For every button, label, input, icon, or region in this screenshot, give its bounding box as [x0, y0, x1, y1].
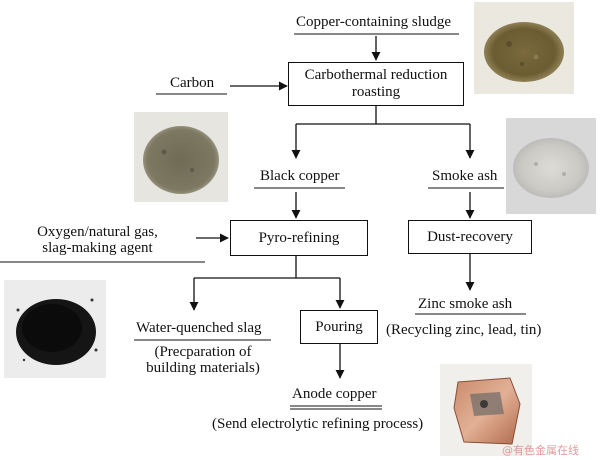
label-recycling-note: (Recycling zinc, lead, tin)	[386, 322, 542, 338]
box-carbothermal-reduction-roasting: Carbothermal reduction roasting	[288, 62, 464, 106]
sludge-sample-photo	[474, 2, 574, 94]
smoke-ash-sample-photo	[506, 118, 596, 214]
roasting-line-2: roasting	[351, 84, 401, 100]
label-water-quenched-slag: Water-quenched slag	[136, 320, 262, 336]
box-pouring: Pouring	[300, 310, 378, 344]
label-slag-note-line-1: (Precparation of	[154, 344, 252, 360]
label-anode-copper: Anode copper	[292, 386, 377, 402]
roasting-line-1: Carbothermal reduction	[304, 67, 448, 83]
box-pyro-refining: Pyro-refining	[230, 220, 368, 256]
label-copper-containing-sludge: Copper-containing sludge	[296, 14, 452, 30]
label-carbon: Carbon	[170, 75, 215, 91]
anode-copper-sample-photo	[440, 364, 532, 456]
black-copper-sample-photo	[134, 112, 228, 202]
label-smoke-ash: Smoke ash	[432, 168, 498, 184]
box-dust-recovery: Dust-recovery	[408, 220, 532, 254]
label-zinc-smoke-ash: Zinc smoke ash	[418, 296, 513, 312]
label-slag-note-line-2: building materials)	[146, 360, 260, 376]
water-quenched-slag-sample-photo	[4, 280, 106, 378]
label-black-copper: Black copper	[260, 168, 340, 184]
watermark: @有色金属在线	[502, 444, 579, 457]
label-oxygen-natural-gas: Oxygen/natural gas,	[37, 224, 158, 240]
label-anode-note: (Send electrolytic refining process)	[212, 416, 424, 432]
label-slag-making-agent: slag-making agent	[42, 240, 153, 256]
